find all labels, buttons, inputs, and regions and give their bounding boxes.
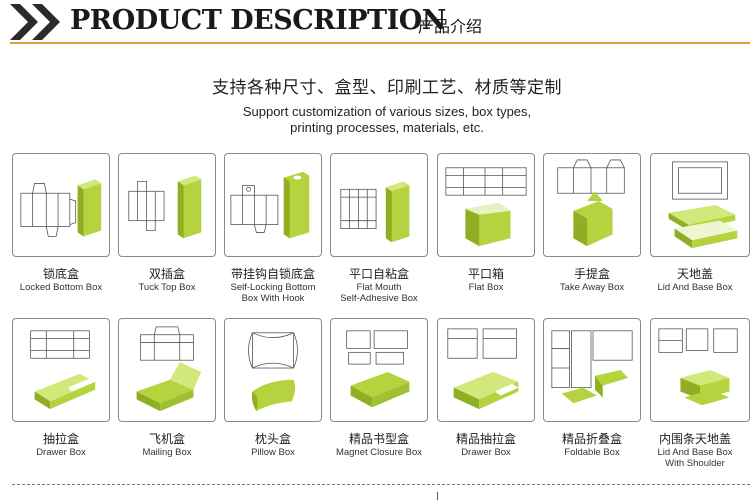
box-card-flat-mouth-self-adhesive (330, 153, 428, 257)
subtitle-english-line-1: Support customization of various sizes, … (242, 104, 532, 119)
box-name-english: Lid And Base Box (657, 282, 733, 293)
page-header: PRODUCT DESCRIPTION 产品介绍 (0, 0, 750, 52)
box-name-chinese: 平口自粘盒 (348, 267, 409, 281)
box-name-english: Drawer Box (36, 447, 86, 458)
box-name-english-line-2: Box With Hook (241, 293, 305, 304)
box-name-english: Flat Mouth (356, 282, 402, 293)
header-divider (10, 42, 750, 44)
box-label-pillow: 枕头盒 Pillow Box (218, 432, 328, 458)
box-label-magnet-closure: 精品书型盒 Magnet Closure Box (324, 432, 434, 458)
box-card-pillow (224, 318, 322, 422)
box-label-tuck-top: 双插盒 Tuck Top Box (112, 267, 222, 293)
box-name-english: Self-Locking Bottom (230, 282, 316, 293)
box-name-chinese: 精品折叠盒 (561, 432, 622, 446)
subtitle-chinese: 支持各种尺寸、盒型、印刷工艺、材质等定制 (212, 78, 562, 98)
box-name-chinese: 抽拉盒 (42, 432, 79, 446)
flat-mouth-box-illustration (340, 181, 410, 243)
box-name-english: Mailing Box (142, 447, 192, 458)
box-label-premium-drawer: 精品抽拉盒 Drawer Box (431, 432, 541, 458)
premium-drawer-box-illustration (447, 328, 519, 410)
footer-dashed-divider (12, 484, 750, 485)
foldable-box-illustration (551, 330, 633, 404)
box-card-lid-and-base (650, 153, 750, 257)
box-name-english-line-2: With Shoulder (665, 458, 725, 469)
box-card-flat-box (437, 153, 535, 257)
box-name-chinese: 枕头盒 (254, 432, 291, 446)
box-name-chinese: 精品书型盒 (348, 432, 409, 446)
box-name-english: Take Away Box (559, 282, 625, 293)
box-card-locked-bottom (12, 153, 110, 257)
box-label-flat-mouth-self-adhesive: 平口自粘盒 Flat Mouth Self-Adhesive Box (324, 267, 434, 304)
box-name-chinese: 飞机盒 (148, 432, 185, 446)
page-title: PRODUCT DESCRIPTION (70, 5, 446, 36)
box-name-chinese: 双插盒 (148, 267, 185, 281)
take-away-box-illustration (557, 159, 625, 247)
subtitle-english-line-2: printing processes, materials, etc. (290, 120, 484, 135)
box-label-flat-box: 平口箱 Flat Box (431, 267, 541, 293)
box-label-foldable: 精品折叠盒 Foldable Box (537, 432, 647, 458)
flat-box-illustration (445, 167, 527, 247)
box-label-lid-base-shoulder: 内围条天地盖 Lid And Base Box With Shoulder (640, 432, 750, 469)
box-label-drawer: 抽拉盒 Drawer Box (6, 432, 116, 458)
box-name-english: Locked Bottom Box (19, 282, 103, 293)
box-name-english: Drawer Box (461, 447, 511, 458)
box-label-lid-and-base: 天地盖 Lid And Base Box (640, 267, 750, 293)
box-name-english-line-2: Self-Adhesive Box (340, 293, 418, 304)
page-title-chinese: 产品介绍 (418, 17, 483, 36)
double-chevron-icon (10, 4, 60, 40)
box-label-locked-bottom: 锁底盒 Locked Bottom Box (6, 267, 116, 293)
box-card-mailing (118, 318, 216, 422)
box-name-english: Pillow Box (251, 447, 295, 458)
box-name-chinese: 带挂钩自锁底盒 (230, 267, 315, 281)
box-card-tuck-top (118, 153, 216, 257)
box-name-english: Magnet Closure Box (335, 447, 423, 458)
footer-tick-mark (437, 492, 438, 500)
box-card-foldable (543, 318, 641, 422)
box-card-drawer (12, 318, 110, 422)
pillow-box-illustration (248, 332, 298, 412)
box-card-self-locking-hook (224, 153, 322, 257)
box-label-self-locking-hook: 带挂钩自锁底盒 Self-Locking Bottom Box With Hoo… (218, 267, 328, 304)
box-label-take-away: 手提盒 Take Away Box (537, 267, 647, 293)
magnet-closure-box-illustration (346, 330, 410, 408)
box-name-english: Lid And Base Box (657, 447, 733, 458)
box-name-chinese: 内围条天地盖 (658, 432, 731, 446)
box-name-chinese: 手提盒 (573, 267, 610, 281)
box-card-take-away (543, 153, 641, 257)
box-label-mailing: 飞机盒 Mailing Box (112, 432, 222, 458)
box-card-magnet-closure (330, 318, 428, 422)
locked-bottom-box-illustration (20, 179, 102, 237)
lid-base-shoulder-box-illustration (658, 328, 738, 406)
box-name-english: Tuck Top Box (138, 282, 196, 293)
box-card-lid-base-shoulder (650, 318, 750, 422)
box-name-chinese: 天地盖 (676, 267, 713, 281)
box-name-english: Flat Box (468, 282, 504, 293)
box-name-chinese: 锁底盒 (42, 267, 79, 281)
box-name-english: Foldable Box (564, 447, 620, 458)
box-card-premium-drawer (437, 318, 535, 422)
self-locking-hook-box-illustration (230, 171, 310, 239)
tuck-top-box-illustration (128, 175, 202, 239)
box-name-chinese: 精品抽拉盒 (455, 432, 516, 446)
lid-and-base-box-illustration (668, 161, 738, 249)
mailing-box-illustration (136, 326, 202, 412)
drawer-box-illustration (30, 330, 96, 410)
box-name-chinese: 平口箱 (467, 267, 504, 281)
